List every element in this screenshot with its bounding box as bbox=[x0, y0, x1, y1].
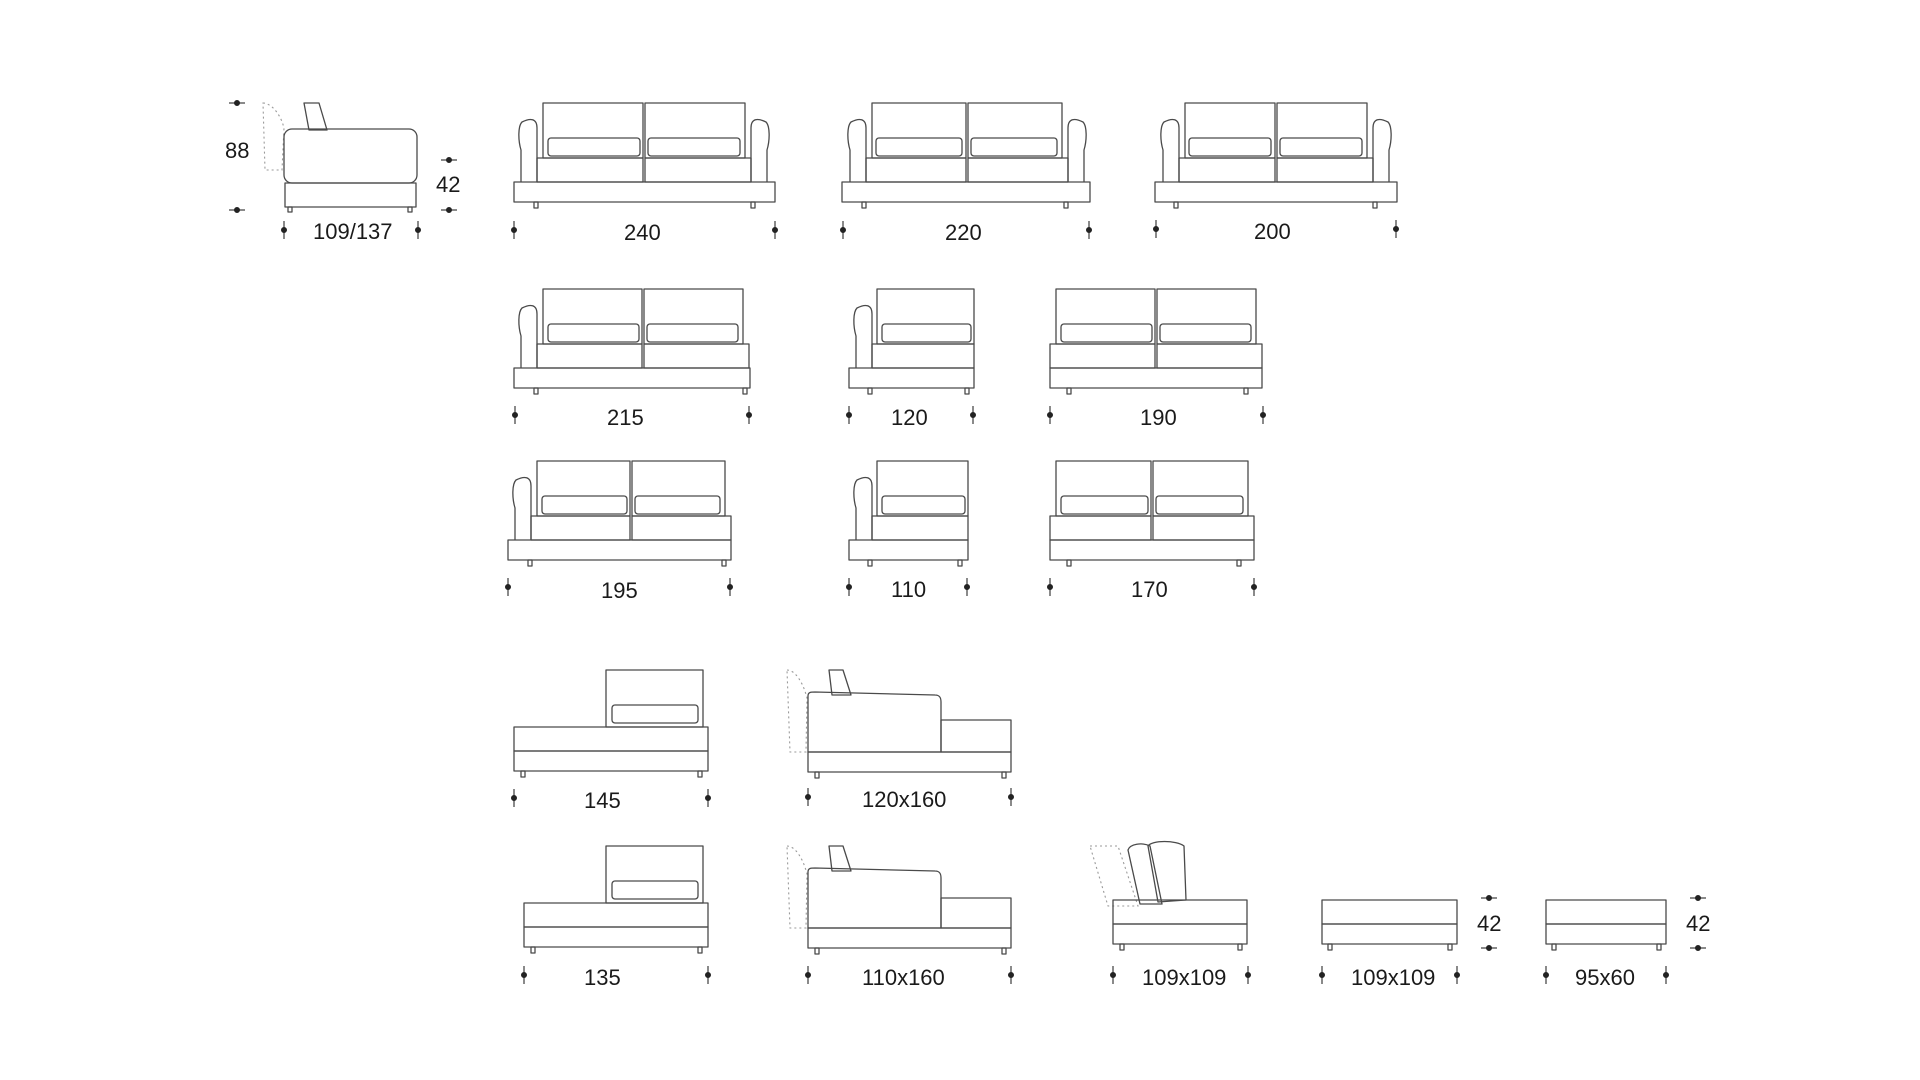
sofa-3-seat-220: 220 bbox=[840, 102, 1092, 245]
width-label: 190 bbox=[1140, 405, 1177, 430]
width-label: 110x160 bbox=[862, 965, 945, 990]
dimension-marker bbox=[1110, 966, 1251, 984]
dimension-marker bbox=[805, 966, 1014, 984]
width-label: 240 bbox=[624, 220, 661, 245]
sofa-3-seat-240: 240 bbox=[511, 102, 778, 245]
dimension-marker bbox=[1047, 406, 1266, 424]
width-label: 200 bbox=[1254, 219, 1291, 244]
chaise-135: 135 bbox=[521, 845, 711, 990]
corner-seat-109x109: 109x109 bbox=[1089, 840, 1251, 990]
end-unit-215: 215 bbox=[512, 288, 752, 430]
width-label: 135 bbox=[584, 965, 621, 990]
central-unit-170: 170 bbox=[1047, 460, 1257, 602]
seat-height-label: 42 bbox=[436, 172, 460, 197]
width-label: 109x109 bbox=[1142, 965, 1226, 990]
dimension-marker bbox=[846, 406, 976, 424]
width-label: 170 bbox=[1131, 577, 1168, 602]
chaise-120x160: 120x160 bbox=[786, 669, 1014, 812]
width-label: 95x60 bbox=[1575, 965, 1635, 990]
side-view: 88 42 109/137 bbox=[225, 100, 460, 244]
dimension-marker bbox=[805, 788, 1014, 806]
dimension-marker bbox=[846, 578, 970, 596]
dimension-marker bbox=[1319, 895, 1497, 984]
dimension-marker bbox=[1047, 578, 1257, 596]
height-label: 42 bbox=[1477, 911, 1501, 936]
dimension-marker bbox=[511, 221, 778, 239]
pouf-109x109: 42 109x109 bbox=[1319, 895, 1501, 990]
depth-label: 109/137 bbox=[313, 219, 393, 244]
width-label: 110 bbox=[891, 577, 926, 602]
width-label: 120x160 bbox=[862, 787, 946, 812]
dimension-marker bbox=[229, 100, 457, 239]
end-unit-195: 195 bbox=[505, 460, 733, 603]
dimension-marker bbox=[505, 578, 733, 596]
dimension-marker bbox=[840, 221, 1092, 239]
height-label: 42 bbox=[1686, 911, 1710, 936]
sofa-3-seat-200: 200 bbox=[1153, 102, 1399, 244]
width-label: 145 bbox=[584, 788, 621, 813]
dimension-marker bbox=[512, 406, 752, 424]
width-label: 220 bbox=[945, 220, 982, 245]
dimension-marker bbox=[1543, 895, 1706, 984]
width-label: 215 bbox=[607, 405, 644, 430]
width-label: 120 bbox=[891, 405, 928, 430]
dimension-marker bbox=[521, 966, 711, 984]
height-label: 88 bbox=[225, 138, 249, 163]
chaise-145: 145 bbox=[511, 669, 711, 813]
chaise-110x160: 110x160 bbox=[786, 845, 1014, 990]
width-label: 195 bbox=[601, 578, 638, 603]
dimension-marker bbox=[511, 789, 711, 807]
width-label: 109x109 bbox=[1351, 965, 1435, 990]
central-unit-190: 190 bbox=[1047, 288, 1266, 430]
pouf-95x60: 42 95x60 bbox=[1543, 895, 1710, 990]
corner-unit-120: 120 bbox=[846, 288, 976, 430]
dimension-marker bbox=[1153, 220, 1399, 238]
corner-unit-110: 110 bbox=[846, 460, 970, 602]
